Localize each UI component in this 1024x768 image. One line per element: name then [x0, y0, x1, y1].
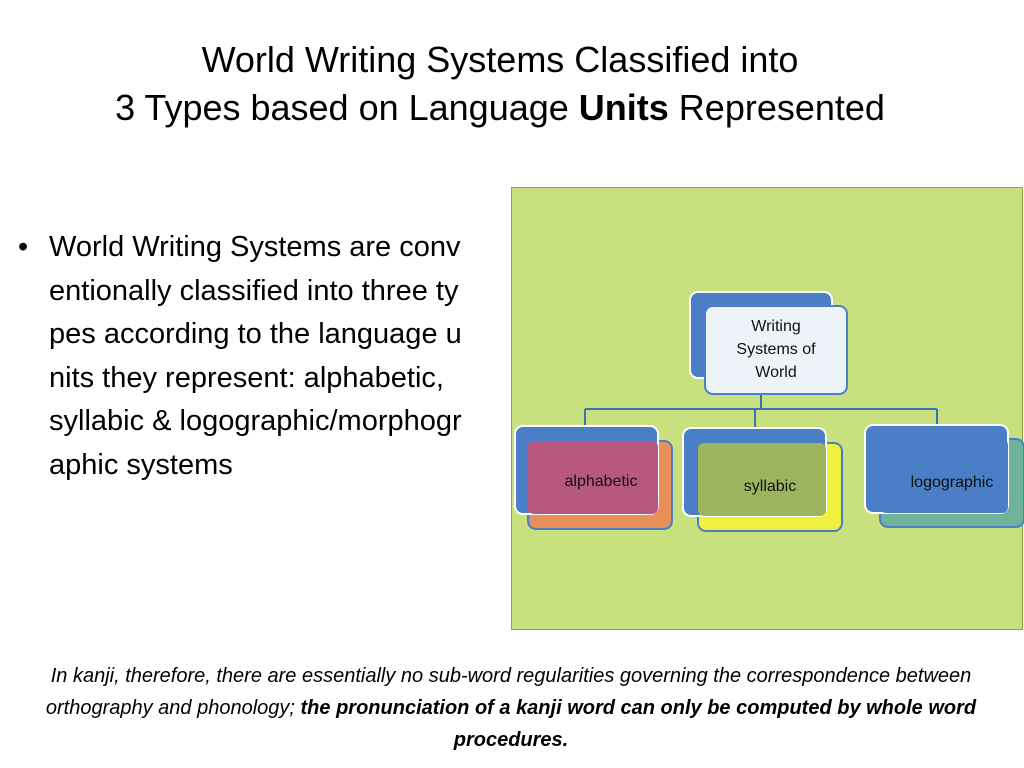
bullet-marker: •: [18, 231, 29, 263]
alphabetic-node-overlay: [528, 441, 658, 514]
root-label-line-3: World: [755, 364, 797, 381]
root-label-line-2: Systems of: [736, 341, 816, 358]
logographic-node-overlay: [880, 439, 1008, 513]
title-line-1: World Writing Systems Classified into: [201, 39, 799, 80]
alphabetic-node: [514, 425, 673, 530]
slide-title: World Writing Systems Classified into 3 …: [0, 36, 1000, 132]
root-node: [689, 291, 848, 395]
logographic-label: logographic: [910, 474, 994, 491]
footnote-italic: In kanji, therefore, there are essential…: [45, 665, 972, 719]
footnote: In kanji, therefore, there are essential…: [8, 660, 1014, 756]
diagram-graphics: [514, 291, 1024, 532]
bullet-text: World Writing Systems are conventionally…: [49, 231, 462, 481]
footnote-bold: the pronunciation of a kanji word can on…: [300, 697, 977, 751]
root-node-front: [704, 305, 848, 395]
root-label-line-1: Writing: [751, 318, 801, 335]
syllabic-node-overlay: [698, 443, 826, 516]
title-line-2-suffix: Represented: [668, 87, 885, 128]
bullet-list: • World Writing Systems are conventional…: [18, 226, 463, 487]
diagram-connectors: [584, 382, 938, 429]
syllabic-label: syllabic: [743, 478, 797, 495]
hierarchy-diagram: Writing Systems of World alphabetic syll…: [511, 187, 1024, 630]
title-line-2: 3 Types based on Language Units Represen…: [0, 84, 1000, 132]
root-node-label: Writing Systems of World: [705, 315, 847, 384]
title-line-2-bold: Units: [578, 87, 669, 128]
syllabic-node: [682, 427, 843, 532]
logographic-node: [864, 424, 1024, 528]
alphabetic-label: alphabetic: [564, 473, 638, 490]
title-line-2-prefix: 3 Types based on Language: [115, 87, 579, 128]
